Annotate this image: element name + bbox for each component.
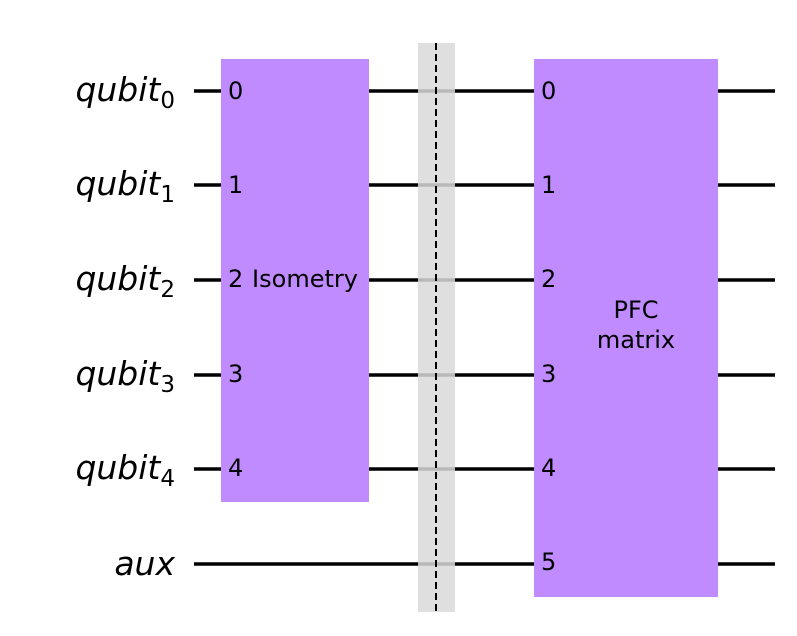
gate-pfc-matrix: 0 1 2 3 4 5 PFC matrix <box>534 59 718 597</box>
gate-pfc-label-line-2: matrix <box>597 326 675 354</box>
qubit-label-1-index: 1 <box>160 182 175 208</box>
qubit-label-0: qubit0 <box>75 70 175 114</box>
gate-isometry-port-3: 3 <box>228 360 243 388</box>
gate-pfc-port-4: 4 <box>541 454 556 482</box>
qubit-label-2: qubit2 <box>75 259 175 303</box>
gate-isometry-port-4: 4 <box>228 454 243 482</box>
gate-pfc-port-5: 5 <box>541 548 556 576</box>
barrier-band <box>418 43 455 612</box>
qubit-label-0-index: 0 <box>160 88 175 114</box>
qubit-label-3: qubit3 <box>75 354 175 398</box>
qubit-label-2-index: 2 <box>160 277 175 303</box>
gate-pfc-port-1: 1 <box>541 171 556 199</box>
gate-pfc-label-line-1: PFC <box>613 296 658 324</box>
gate-pfc-port-2: 2 <box>541 265 556 293</box>
gate-isometry-port-1: 1 <box>228 171 243 199</box>
qubit-labels: qubit0 qubit1 qubit2 qubit3 qubit4 aux <box>75 70 175 583</box>
qubit-label-3-index: 3 <box>160 372 175 398</box>
qubit-label-aux: aux <box>114 544 175 583</box>
qubit-label-4: qubit4 <box>75 448 175 492</box>
gate-isometry-label: Isometry <box>252 265 358 293</box>
qubit-label-4-index: 4 <box>160 466 175 492</box>
gate-pfc-matrix-box <box>534 59 718 597</box>
qubit-label-1: qubit1 <box>75 164 175 208</box>
gate-isometry: 0 1 2 3 4 Isometry <box>221 59 369 502</box>
gate-isometry-port-2: 2 <box>228 265 243 293</box>
gate-pfc-port-0: 0 <box>541 77 556 105</box>
gate-isometry-port-0: 0 <box>228 77 243 105</box>
gate-pfc-port-3: 3 <box>541 360 556 388</box>
barrier <box>418 43 455 612</box>
gate-isometry-box <box>221 59 369 502</box>
